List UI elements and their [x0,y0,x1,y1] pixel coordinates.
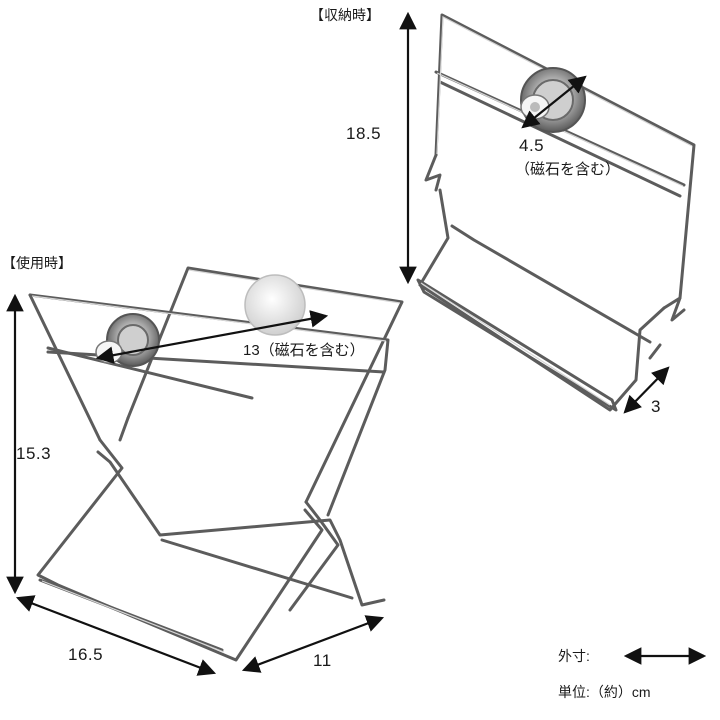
stored-magnet-size-label: 4.5 [519,136,545,155]
stored-depth-label: 3 [651,397,661,416]
in-use-depth-arrow [241,615,385,673]
in-use-rack-illustration [28,266,404,662]
in-use-magnet-width-label: 13（磁石を含む） [243,342,365,359]
legend-outer-dimension-label: 外寸: [558,648,590,664]
stored-magnet-arrow [521,75,587,129]
in-use-width-label: 16.5 [68,645,104,664]
dimension-arrows [6,11,707,676]
stored-magnet-note: （磁石を含む） [515,161,621,178]
stored-magnet [520,67,586,133]
stored-height-label: 18.5 [346,124,382,143]
in-use-width-arrow [15,595,217,676]
stored-depth-arrow [623,366,670,414]
stored-section-label: 【収納時】 [310,7,380,23]
in-use-magnet-width-arrow [95,310,329,364]
in-use-height-label: 15.3 [16,444,52,463]
in-use-section-label: 【使用時】 [2,255,72,271]
stored-rack-illustration [416,13,696,412]
legend-unit-label: 単位:（約）cm [558,684,651,700]
in-use-depth-label: 11 [313,651,332,670]
